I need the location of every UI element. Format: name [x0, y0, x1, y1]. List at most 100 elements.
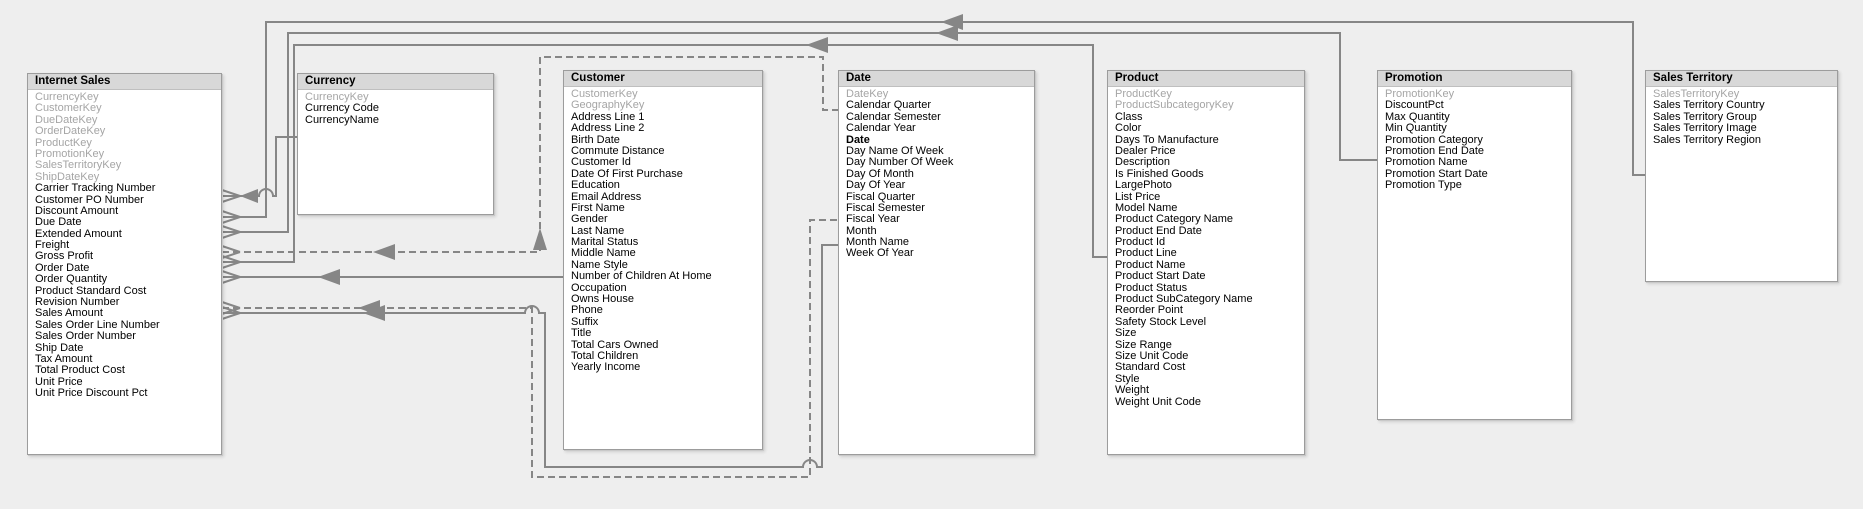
- field-row[interactable]: Carrier Tracking Number: [35, 183, 156, 195]
- field-row[interactable]: Promotion Start Date: [1385, 168, 1488, 180]
- relationship-internet-sales-date-due[interactable]: [221, 56, 838, 260]
- field-row[interactable]: SalesTerritoryKey: [35, 160, 122, 172]
- table-title-customer[interactable]: Customer: [564, 71, 762, 87]
- field-row[interactable]: Is Finished Goods: [1115, 168, 1204, 180]
- field-row[interactable]: ProductKey: [1115, 89, 1172, 100]
- field-row[interactable]: Sales Order Line Number: [35, 319, 160, 331]
- field-row[interactable]: Phone: [571, 305, 603, 317]
- field-row[interactable]: Weight Unit Code: [1115, 396, 1202, 408]
- relationship-internet-sales-promotion[interactable]: [221, 25, 1377, 239]
- field-row[interactable]: Description: [1115, 157, 1171, 169]
- field-row[interactable]: Product Start Date: [1115, 271, 1206, 283]
- field-row[interactable]: CustomerKey: [35, 103, 102, 115]
- table-title-sales-territory[interactable]: Sales Territory: [1646, 71, 1837, 87]
- field-row[interactable]: Days To Manufacture: [1115, 134, 1219, 146]
- field-row[interactable]: Promotion Name: [1385, 157, 1468, 169]
- field-row[interactable]: Standard Cost: [1115, 362, 1186, 374]
- relationship-internet-sales-currency[interactable]: [221, 136, 297, 203]
- field-row[interactable]: Name Style: [571, 259, 628, 271]
- field-row[interactable]: Product Category Name: [1115, 214, 1233, 226]
- field-row[interactable]: Customer Id: [571, 157, 631, 169]
- field-row[interactable]: Email Address: [571, 191, 642, 203]
- field-row[interactable]: CurrencyName: [305, 114, 379, 126]
- field-row[interactable]: Size Range: [1115, 339, 1172, 351]
- field-row[interactable]: Total Product Cost: [35, 365, 125, 377]
- table-title-date[interactable]: Date: [839, 71, 1034, 87]
- table-title-currency[interactable]: Currency: [298, 74, 493, 90]
- table-title-product[interactable]: Product: [1108, 71, 1304, 87]
- field-row[interactable]: Sales Territory Image: [1653, 123, 1757, 135]
- field-row[interactable]: PromotionKey: [35, 148, 105, 160]
- field-row[interactable]: Yearly Income: [571, 362, 641, 374]
- field-row[interactable]: Birth Date: [571, 134, 620, 146]
- field-row[interactable]: ProductSubcategoryKey: [1115, 100, 1234, 112]
- field-row[interactable]: Month Name: [846, 237, 909, 249]
- field-row[interactable]: Freight: [35, 240, 70, 252]
- field-row[interactable]: Color: [1115, 123, 1142, 135]
- field-row[interactable]: Calendar Quarter: [846, 100, 931, 112]
- field-row[interactable]: Total Cars Owned: [571, 339, 659, 351]
- field-row[interactable]: Number of Children At Home: [571, 271, 712, 283]
- field-row[interactable]: Size Unit Code: [1115, 350, 1189, 362]
- relationship-internet-sales-customer[interactable]: [221, 269, 563, 285]
- field-row[interactable]: Month: [846, 225, 877, 237]
- field-row[interactable]: Sales Amount: [35, 308, 103, 320]
- field-row[interactable]: DueDateKey: [35, 114, 98, 126]
- field-row[interactable]: Class: [1115, 111, 1143, 123]
- field-row[interactable]: CurrencyKey: [305, 92, 369, 103]
- field-row[interactable]: Sales Order Number: [35, 331, 136, 343]
- field-row[interactable]: Revision Number: [35, 297, 120, 309]
- field-row[interactable]: Size: [1115, 328, 1137, 340]
- field-row[interactable]: Address Line 1: [571, 111, 645, 123]
- field-row[interactable]: OrderDateKey: [35, 126, 106, 138]
- field-row[interactable]: List Price: [1115, 191, 1161, 203]
- field-row[interactable]: Promotion Category: [1385, 134, 1483, 146]
- field-row[interactable]: PromotionKey: [1385, 89, 1455, 100]
- field-row[interactable]: Title: [571, 328, 592, 340]
- field-row[interactable]: Gross Profit: [35, 251, 94, 263]
- field-row[interactable]: Weight: [1115, 385, 1150, 397]
- field-row[interactable]: Discount Amount: [35, 205, 119, 217]
- field-row[interactable]: Unit Price Discount Pct: [35, 388, 148, 400]
- field-row[interactable]: Max Quantity: [1385, 111, 1450, 123]
- field-row[interactable]: Promotion End Date: [1385, 145, 1485, 157]
- field-row[interactable]: Extended Amount: [35, 228, 122, 240]
- field-row[interactable]: Marital Status: [571, 237, 639, 249]
- field-row[interactable]: Product Standard Cost: [35, 285, 147, 297]
- field-row[interactable]: Owns House: [571, 294, 634, 306]
- field-row[interactable]: Customer PO Number: [35, 194, 144, 206]
- field-row[interactable]: Address Line 2: [571, 123, 645, 135]
- field-row[interactable]: Order Date: [35, 262, 90, 274]
- field-row[interactable]: Unit Price: [35, 376, 83, 388]
- field-row[interactable]: Product Status: [1115, 282, 1188, 294]
- field-row[interactable]: DiscountPct: [1385, 100, 1444, 112]
- field-row[interactable]: CustomerKey: [571, 89, 638, 100]
- table-title-internet-sales[interactable]: Internet Sales: [28, 74, 221, 90]
- field-row[interactable]: Safety Stock Level: [1115, 316, 1207, 328]
- field-row[interactable]: Occupation: [571, 282, 627, 294]
- field-row[interactable]: Order Quantity: [35, 274, 108, 286]
- field-row[interactable]: Min Quantity: [1385, 123, 1447, 135]
- field-row[interactable]: Calendar Semester: [846, 111, 941, 123]
- field-row[interactable]: Commute Distance: [571, 145, 665, 157]
- field-row[interactable]: Day Number Of Week: [846, 157, 954, 169]
- field-row[interactable]: Week Of Year: [846, 248, 914, 260]
- field-row[interactable]: Day Name Of Week: [846, 145, 944, 157]
- field-row[interactable]: CurrencyKey: [35, 92, 99, 103]
- relationship-internet-sales-date-ship[interactable]: [221, 219, 838, 478]
- field-row[interactable]: Product Line: [1115, 248, 1177, 260]
- field-row[interactable]: Fiscal Quarter: [846, 191, 916, 203]
- field-row[interactable]: Dealer Price: [1115, 145, 1176, 157]
- field-row[interactable]: Ship Date: [35, 342, 84, 354]
- field-row[interactable]: Date: [846, 134, 870, 146]
- field-row[interactable]: Fiscal Semester: [846, 202, 925, 214]
- field-row[interactable]: Suffix: [571, 316, 599, 328]
- field-row[interactable]: ProductKey: [35, 137, 92, 149]
